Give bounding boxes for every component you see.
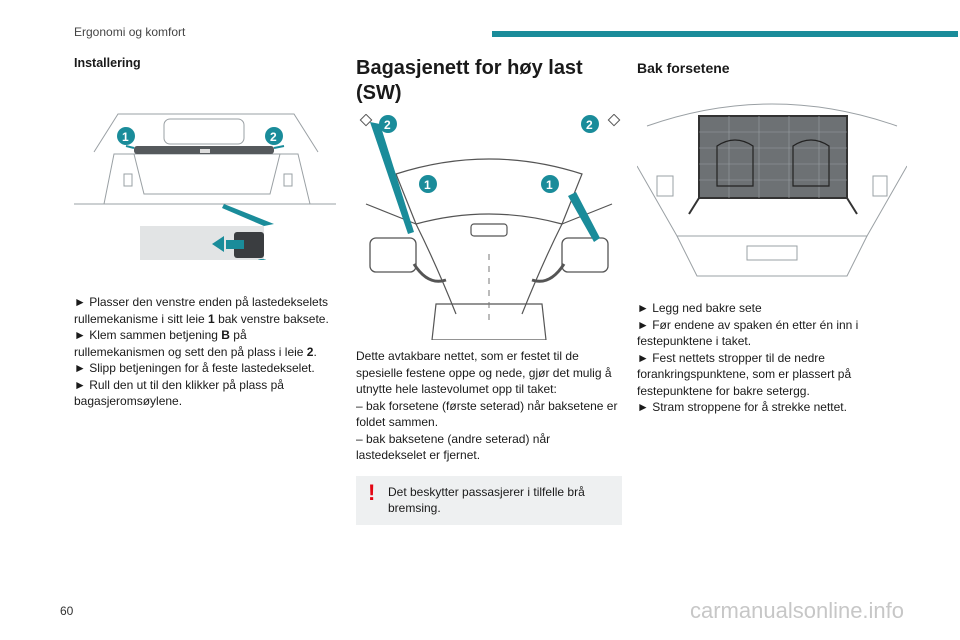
watermark: carmanualsonline.info — [690, 598, 905, 623]
label-1-left: 1 — [424, 178, 431, 192]
net-bullet-2: – bak baksetene (andre seterad) når last… — [356, 431, 551, 463]
column-bak-forsetene: Bak forsetene ► Legg ned bakre sete ► Fø… — [637, 56, 907, 416]
net-bullet-1: – bak forsetene (første seterad) når bak… — [356, 398, 618, 430]
column-installering: Installering 1 2 B ► Plasser den venstre… — [74, 56, 336, 410]
label-1-right: 1 — [546, 178, 553, 192]
column-bagasjenett: Bagasjenett for høy last(SW) 2 2 1 1 — [356, 56, 622, 525]
label-2-right: 2 — [586, 118, 593, 132]
heading-installering: Installering — [74, 56, 141, 70]
figure-net-behind-front-seats — [637, 103, 907, 277]
seat-step-3: ► Fest nettets stropper til de nedre for… — [637, 350, 852, 398]
install-step-2: ► Klem sammen betjening B på rullemekani… — [74, 328, 317, 359]
install-step-4: ► Rull den ut til den klikker på plass p… — [74, 377, 284, 409]
seat-step-4: ► Stram stroppene for å strekke nettet. — [637, 400, 847, 414]
label-2-left: 2 — [384, 118, 391, 132]
header-accent-bar — [492, 31, 958, 37]
heading-bak-forsetene: Bak forsetene — [637, 60, 730, 76]
seat-step-2: ► Før endene av spaken én etter én inn i… — [637, 317, 859, 349]
page-number: 60 — [60, 604, 74, 618]
label-2: 2 — [270, 130, 277, 144]
label-1: 1 — [122, 130, 129, 144]
warning-text: Det beskytter passasjerer i tilfelle brå… — [388, 484, 585, 516]
warning-icon: ! — [368, 479, 376, 505]
net-intro: Dette avtakbare nettet, som er festet ti… — [356, 349, 612, 396]
section-title: Ergonomi og komfort — [74, 25, 186, 39]
install-step-1: ► Plasser den venstre enden på lastedeks… — [74, 295, 329, 326]
figure-net-fixing-points: 2 2 1 1 — [359, 114, 621, 340]
seat-step-1: ► Legg ned bakre sete — [637, 301, 762, 315]
install-step-3: ► Slipp betjeningen for å feste lastedek… — [74, 361, 315, 375]
heading-bagasjenett: Bagasjenett for høy last(SW) — [356, 57, 583, 104]
figure-cargo-cover-install: 1 2 B — [74, 113, 336, 260]
warning-callout: ! Det beskytter passasjerer i tilfelle b… — [356, 475, 622, 525]
